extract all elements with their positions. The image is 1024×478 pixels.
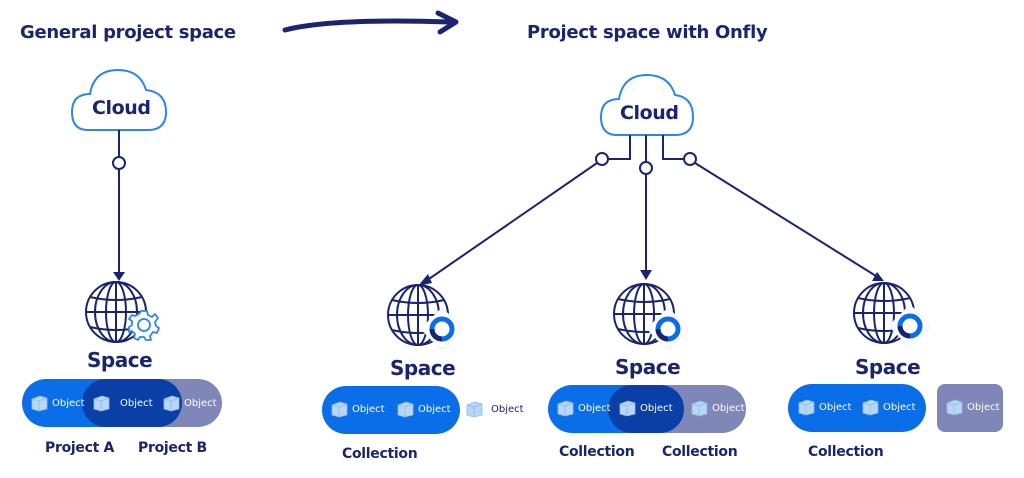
object-item: Object: [92, 394, 153, 412]
space-label-right-3: Space: [855, 355, 921, 379]
arrow-right-icon: [282, 10, 459, 35]
object-item-outside: Object: [465, 400, 524, 418]
connector-right-1: [418, 135, 631, 286]
cube-icon: [163, 395, 180, 412]
title-project-space-with-onfly: Project space with Onfly: [527, 22, 768, 43]
space-label-right-1: Space: [390, 356, 456, 380]
object-item: Object: [330, 400, 385, 418]
cloud-icon-left: [70, 68, 168, 131]
cube-icon: [93, 395, 110, 412]
cloud-icon-right: [599, 73, 695, 136]
cube-icon: [862, 399, 879, 416]
group-label-project-b: Project B: [138, 440, 207, 456]
title-general-project-space: General project space: [20, 22, 236, 43]
space-label-right-2: Space: [615, 355, 681, 379]
collection-pill-3: [788, 384, 1003, 432]
cube-icon: [331, 401, 348, 418]
connector-right-3: [662, 135, 884, 281]
group-label-collection: Collection: [342, 446, 418, 462]
space-label-left: Space: [87, 348, 153, 372]
object-item-standalone: Object: [945, 398, 1000, 416]
group-label-collection: Collection: [662, 444, 738, 460]
connector-right-2: [639, 135, 653, 280]
cube-icon: [557, 400, 574, 417]
object-label: Object: [640, 402, 673, 414]
cube-icon: [31, 395, 48, 412]
object-label: Object: [418, 403, 451, 415]
object-label: Object: [883, 401, 916, 413]
group-label-collection: Collection: [559, 444, 635, 460]
object-label: Object: [52, 397, 85, 409]
cube-icon: [397, 401, 414, 418]
object-label: Object: [578, 402, 611, 414]
object-item: Object: [618, 399, 673, 417]
object-item: Object: [797, 398, 852, 416]
object-label: Object: [712, 402, 745, 414]
connector-left: [112, 130, 126, 281]
object-label: Object: [120, 397, 153, 409]
object-item: Object: [162, 394, 217, 412]
collection-pill-1: [322, 386, 460, 434]
object-label: Object: [184, 397, 217, 409]
cube-icon: [466, 401, 483, 418]
object-item: Object: [30, 394, 85, 412]
group-label-project-a: Project A: [45, 440, 115, 456]
object-item: Object: [396, 400, 451, 418]
cloud-label-right: Cloud: [620, 102, 679, 124]
group-label-collection: Collection: [808, 444, 884, 460]
object-label: Object: [491, 403, 524, 415]
collection-pills-2: [548, 385, 746, 433]
object-item: Object: [556, 399, 611, 417]
gear-icon: [128, 310, 160, 341]
object-item: Object: [861, 398, 916, 416]
object-item: Object: [690, 399, 745, 417]
cube-icon: [691, 400, 708, 417]
cube-icon: [798, 399, 815, 416]
cloud-label-left: Cloud: [92, 97, 151, 119]
cube-icon: [946, 399, 963, 416]
object-label: Object: [352, 403, 385, 415]
cube-icon: [619, 400, 636, 417]
object-label: Object: [967, 401, 1000, 413]
object-label: Object: [819, 401, 852, 413]
